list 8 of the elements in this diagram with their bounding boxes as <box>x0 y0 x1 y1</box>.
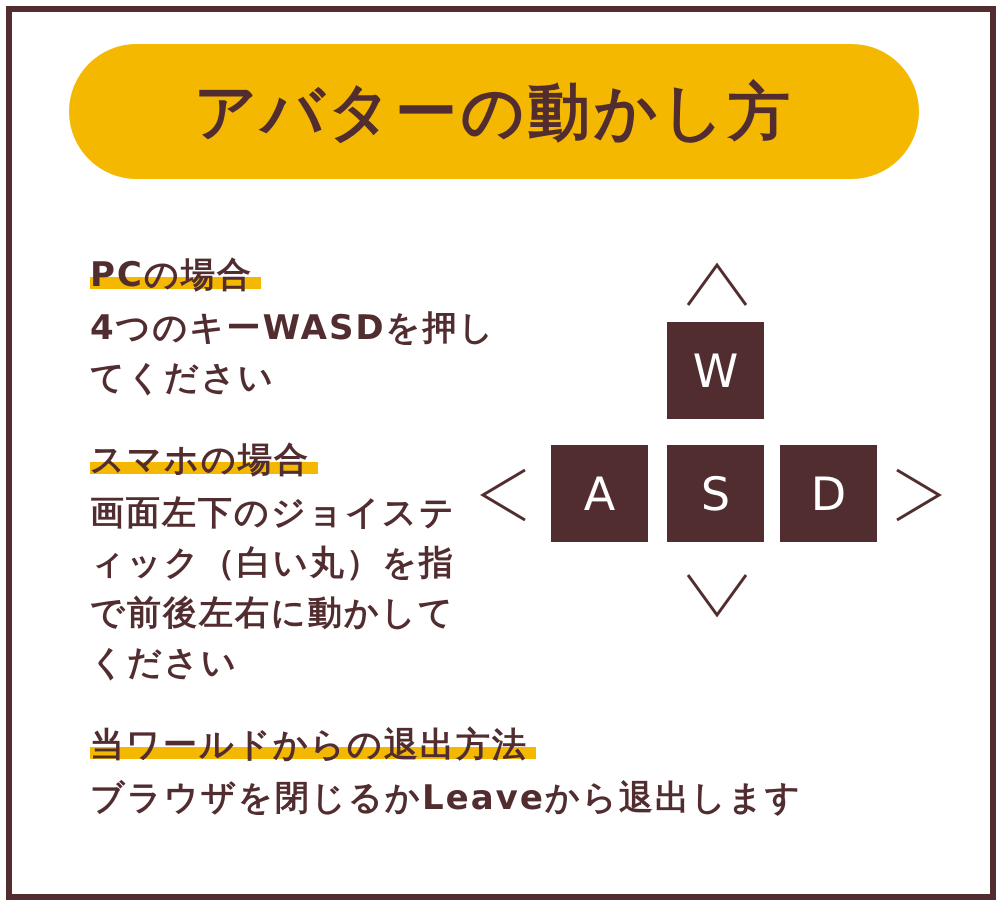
key-cap: S <box>667 445 764 542</box>
instruction-text: 4つのキーWASDを押してください <box>90 307 497 400</box>
key-cap: D <box>780 445 877 542</box>
instruction-text: ブラウザを閉じるかLeaveから退出します <box>90 777 803 820</box>
key-cap: W <box>667 322 764 419</box>
title-banner: アバターの動かし方 <box>69 44 919 179</box>
key-cap: A <box>551 445 648 542</box>
instruction-text: 画面左下のジョイスティック（白い丸）を指で前後左右に動かしてください <box>90 492 457 685</box>
